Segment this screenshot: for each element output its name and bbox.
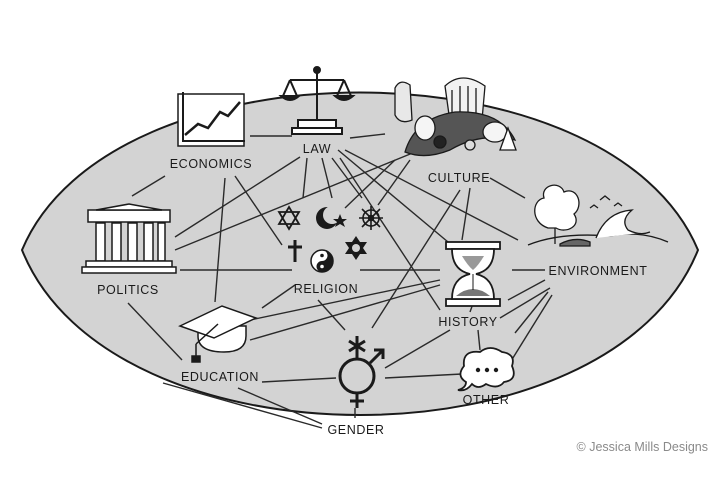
star-of-david-icon xyxy=(277,205,301,231)
cross-icon xyxy=(288,240,302,262)
hourglass-icon xyxy=(445,241,501,307)
greek-building-icon xyxy=(81,203,177,274)
cornucopia-culture-icon xyxy=(394,77,517,157)
connection-lines xyxy=(127,133,553,429)
label-history: HISTORY xyxy=(438,315,497,329)
religious-symbols-icon xyxy=(277,205,383,273)
speech-bubble-icon xyxy=(457,347,515,392)
label-education: EDUCATION xyxy=(181,370,259,384)
label-politics: POLITICS xyxy=(97,283,159,297)
label-economics: ECONOMICS xyxy=(170,157,253,171)
graduation-cap-icon xyxy=(178,305,258,363)
label-environment: ENVIRONMENT xyxy=(549,264,648,278)
rising-chart-icon xyxy=(177,92,245,147)
dharma-wheel-icon xyxy=(359,206,383,230)
label-religion: RELIGION xyxy=(294,282,359,296)
crescent-star-icon xyxy=(316,206,347,229)
label-law: LAW xyxy=(303,142,331,156)
label-culture: CULTURE xyxy=(428,171,490,185)
label-other: OTHER xyxy=(463,393,510,407)
scales-of-justice-icon xyxy=(278,66,356,135)
label-gender: GENDER xyxy=(327,423,384,437)
landscape-icon xyxy=(527,184,669,247)
yin-yang-icon xyxy=(310,249,334,273)
gender-symbol-icon xyxy=(338,336,385,408)
node-labels: LAW ECONOMICS CULTURE ENVIRONMENT POLITI… xyxy=(97,142,647,437)
copyright-notice: © Jessica Mills Designs xyxy=(576,440,708,454)
om-icon xyxy=(345,236,367,260)
